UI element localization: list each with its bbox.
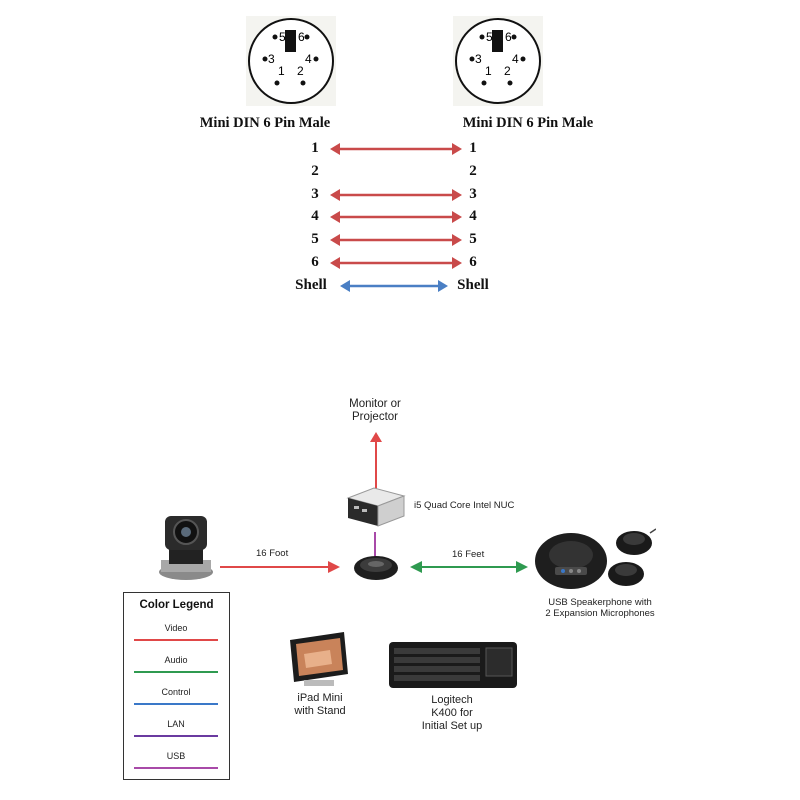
pin-right-label: 4 <box>469 208 477 225</box>
ipad-label: iPad Mini with Stand <box>294 692 346 717</box>
usb-line <box>374 532 376 558</box>
legend-swatch-usb <box>134 767 218 769</box>
audio-arrow-hub-to-speakerphone <box>410 561 528 573</box>
pin-label: 6 <box>298 30 305 44</box>
legend-label-usb: USB <box>166 751 186 761</box>
pin-label: 4 <box>512 52 519 66</box>
pin-left-label: 2 <box>311 162 319 179</box>
pin-left-label: 5 <box>311 231 319 248</box>
nuc-label: i5 Quad Core Intel NUC <box>414 500 515 511</box>
speakerphone-icon <box>535 533 607 589</box>
pin-connection-arrow <box>330 257 462 269</box>
pin-right-label: 6 <box>469 254 477 270</box>
pin-right-label: 3 <box>469 185 477 202</box>
pin-label: 6 <box>505 30 512 44</box>
nuc-pc-icon <box>346 487 406 527</box>
legend-label-video: Video <box>164 623 188 633</box>
pin-left-label: 3 <box>311 185 319 202</box>
mini-din-connector-icon: 5 6 3 4 1 2 <box>246 16 336 106</box>
monitor-label: Monitor or Projector <box>349 398 401 423</box>
pin-right-label: 2 <box>469 162 477 179</box>
speakerphone-label: USB Speakerphone with 2 Expansion Microp… <box>545 597 655 619</box>
system-diagram <box>0 390 800 800</box>
pin-right-label: 1 <box>469 140 477 156</box>
ipad-stand-icon <box>290 632 348 686</box>
expansion-microphone-icon <box>616 528 656 555</box>
camera-link-label: 16 Foot <box>256 548 289 559</box>
pin-left-label: 1 <box>311 140 319 156</box>
legend-swatch-video <box>134 639 218 641</box>
legend-title: Color Legend <box>139 599 214 611</box>
pin-right-label: Shell <box>457 276 489 293</box>
pin-connection-arrow <box>330 234 462 247</box>
pin-label: 3 <box>475 52 482 66</box>
pin-connection-arrow <box>340 279 448 292</box>
right-connector-title: Mini DIN 6 Pin Male <box>462 115 594 131</box>
expansion-microphone-icon <box>608 562 644 586</box>
legend-swatch-control <box>134 703 218 705</box>
pin-label: 1 <box>485 64 492 78</box>
pinout-diagram: 5 6 3 4 1 2 5 6 3 4 1 2 Mini DIN 6 Pin M… <box>0 0 800 300</box>
video-arrow-to-monitor <box>370 432 382 494</box>
legend-swatch-lan <box>134 735 218 737</box>
legend-label-audio: Audio <box>164 655 188 665</box>
pin-left-label: 6 <box>311 254 319 270</box>
pin-connection-arrow <box>330 211 462 224</box>
usb-hub-puck-icon <box>354 556 398 580</box>
pin-label: 2 <box>297 64 304 78</box>
pin-label: 2 <box>504 64 511 78</box>
pin-left-label: Shell <box>295 276 327 293</box>
legend-label-lan: LAN <box>167 719 185 729</box>
pin-label: 3 <box>268 52 275 66</box>
video-arrow-camera-to-hub <box>220 561 340 573</box>
speaker-link-label: 16 Feet <box>452 549 485 560</box>
pin-label: 4 <box>305 52 312 66</box>
keyboard-label: Logitech K400 for Initial Set up <box>421 694 483 732</box>
legend-swatch-audio <box>134 671 218 673</box>
pin-left-label: 4 <box>311 208 319 225</box>
pin-label: 5 <box>279 30 286 44</box>
pin-connection-arrow <box>330 143 462 155</box>
mini-din-connector-icon: 5 6 3 4 1 2 <box>453 16 543 106</box>
pin-connection-arrow <box>330 188 462 201</box>
ptz-camera-icon <box>159 516 213 580</box>
keyboard-icon <box>389 642 517 688</box>
pin-label: 1 <box>278 64 285 78</box>
left-connector-title: Mini DIN 6 Pin Male <box>199 115 331 131</box>
legend-label-control: Control <box>161 687 191 697</box>
pin-right-label: 5 <box>469 231 477 248</box>
pin-label: 5 <box>486 30 493 44</box>
